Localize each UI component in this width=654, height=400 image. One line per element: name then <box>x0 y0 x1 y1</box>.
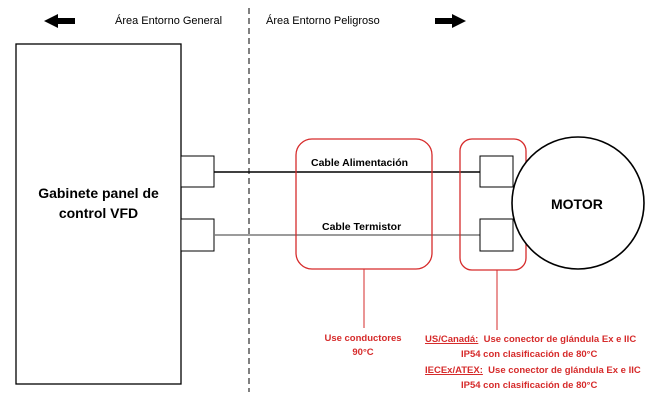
panel-terminal-thermistor <box>180 218 215 252</box>
iecex-text: Use conector de glándula Ex e IIC <box>488 365 641 376</box>
motor-gland-thermistor <box>479 218 514 252</box>
us-canada-text: Use conector de glándula Ex e IIC <box>483 334 637 345</box>
panel-label: Gabinete panel de control VFD <box>16 184 181 223</box>
power-cable-label: Cable Alimentación <box>311 157 409 169</box>
us-canada-label: US/Canadá: <box>425 334 479 345</box>
us-canada-note: US/Canadá: Use conector de glándula Ex e… <box>425 333 636 347</box>
us-canada-note-line2: IP54 con clasificación de 80°C <box>461 349 598 360</box>
zone-general-label: Área Entorno General <box>115 15 223 27</box>
thermistor-cable-label: Cable Termistor <box>322 221 402 233</box>
iecex-note-line2: IP54 con clasificación de 80°C <box>461 380 598 391</box>
zone-hazardous-label: Área Entorno Peligroso <box>266 15 380 27</box>
panel-label-line2: control VFD <box>58 204 139 221</box>
iecex-note: IECEx/ATEX: Use conector de glándula Ex … <box>425 364 641 378</box>
conductor-note-line2: 90°C <box>352 346 374 358</box>
panel-terminal-power <box>180 155 215 188</box>
motor-gland-power <box>479 155 514 188</box>
conductor-note: Use conductores 90°C <box>318 332 408 360</box>
arrow-left-icon <box>44 14 75 28</box>
motor-circle <box>511 136 645 270</box>
motor-label: MOTOR <box>551 196 603 212</box>
iecex-label: IECEx/ATEX: <box>425 365 483 376</box>
arrow-right-icon <box>435 14 466 28</box>
vfd-panel-cabinet <box>15 43 182 385</box>
panel-label-line1: Gabinete panel de <box>38 185 159 201</box>
conductor-note-line1: Use conductores <box>324 333 402 344</box>
